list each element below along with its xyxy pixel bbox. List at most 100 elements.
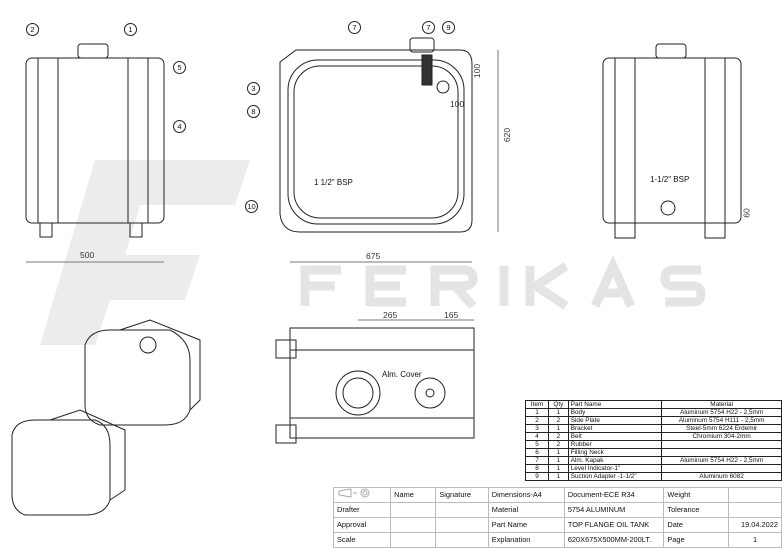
qty-cell: 2 [548,416,569,425]
title-block-cell: 620X675X500MM-200LT. [563,532,665,548]
title-block-cell: 5754 ALUMINUM [563,502,665,518]
title-block-cell: Explanation [487,532,565,548]
title-block-cell: 19.04.2022 [728,517,782,533]
material-cell [661,448,782,457]
title-block-cell [390,502,437,518]
part-name-cell: Suction Adapter -1-1/2" [567,472,663,481]
title-block-cell: Date [663,517,730,533]
header-material: Material [661,400,782,409]
note-bsp-side: 1-1/2" BSP [650,175,690,184]
title-block-cell: Tolerance [663,502,730,518]
callout-4: 4 [173,120,186,133]
item-cell: 9 [525,472,549,481]
dim-top-2: 165 [444,310,459,320]
callout-3: 3 [247,82,260,95]
title-block-cell: Part Name [487,517,565,533]
title-block-cell [435,517,489,533]
qty-cell: 1 [548,456,569,465]
part-name-cell: Alm. Kapak [567,456,663,465]
title-block-cell: Scale [332,532,392,548]
title-block-cell: Signature [435,487,489,503]
part-name-cell: Level Indicator-1" [567,464,663,473]
qty-cell: 1 [548,408,569,417]
projection-symbol-icon [332,487,392,503]
part-name-cell: Side Plate [567,416,663,425]
callout-8: 8 [247,105,260,118]
callout-1: 1 [124,23,137,36]
title-block-cell [728,487,782,503]
material-cell: Steel-5mm 6224 Erdemir [661,424,782,433]
item-cell: 1 [525,408,549,417]
item-cell: 3 [525,424,549,433]
header-part-name: Part Name [567,400,663,409]
part-name-cell: Body [567,408,663,417]
title-block-cell [390,532,437,548]
table-header-row: Item Qty Part Name Material [525,400,782,409]
dim-port-height: 60 [741,208,752,218]
item-cell: 6 [525,448,549,457]
isometric-views [11,319,201,516]
title-block-cell [435,502,489,518]
item-cell: 4 [525,432,549,441]
callout-10: 10 [245,200,258,213]
qty-cell: 1 [548,424,569,433]
qty-cell: 1 [548,464,569,473]
qty-cell: 2 [548,440,569,449]
dim-width-front: 675 [366,251,381,261]
material-cell: Aluminum 5754 H111 - 2,5mm [661,416,782,425]
dim-neck-horizontal: 100 [450,99,465,109]
item-cell: 2 [525,416,549,425]
note-alm-cover: Alm. Cover [382,370,422,379]
header-item: Item [525,400,549,409]
callout-7b: 7 [422,21,435,34]
material-cell: Aluminum 6082 [661,472,782,481]
item-cell: 8 [525,464,549,473]
part-name-cell: Filling Neck [567,448,663,457]
title-block-cell: TOP FLANGE OIL TANK [563,517,665,533]
material-cell: Aluminum 5754 H22 - 2,5mm [661,456,782,465]
item-cell: 5 [525,440,549,449]
qty-cell: 2 [548,432,569,441]
item-cell: 7 [525,456,549,465]
dim-height-front: 620 [502,127,513,143]
part-name-cell: Rubber [567,440,663,449]
rear-view [602,43,742,239]
title-block-cell [390,517,437,533]
dim-neck-vertical: 100 [472,63,483,79]
front-view [279,37,499,263]
title-block-cell: Dimensions-A4 [487,487,565,503]
part-name-cell: Belt [567,432,663,441]
title-block-cell: Document-ECE R34 [563,487,665,503]
dim-top-1: 265 [383,310,398,320]
top-view [275,319,475,444]
dim-width-side: 500 [80,250,95,260]
title-block-cell: Page [663,532,730,548]
qty-cell: 1 [548,448,569,457]
material-cell [661,464,782,473]
watermark-shape [40,160,250,345]
material-cell: Aluminum 5754 H22 - 2,5mm [661,408,782,417]
title-block-cell [728,502,782,518]
qty-cell: 1 [548,472,569,481]
material-cell: Chromium 304-2mm [661,432,782,441]
material-cell [661,440,782,449]
side-view [25,43,165,263]
callout-2: 2 [26,23,39,36]
title-block-cell: Approval [332,517,392,533]
callout-5: 5 [173,61,186,74]
title-block-cell: Name [390,487,437,503]
